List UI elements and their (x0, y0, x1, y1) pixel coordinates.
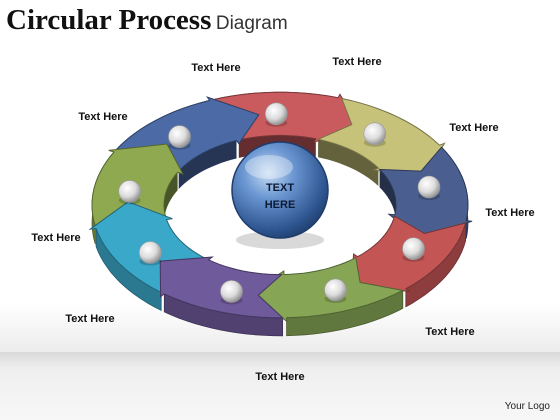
pearl-2 (363, 122, 387, 145)
label-4: Text Here (449, 122, 499, 134)
pearl-4 (402, 237, 425, 260)
ring-segment-inner-3 (379, 169, 396, 233)
label-3: Text Here (78, 111, 128, 123)
pearl-6 (220, 280, 243, 303)
pearl-layer (118, 102, 441, 305)
label-2: Text Here (332, 56, 382, 68)
pearl-8 (118, 180, 141, 203)
center-text-line-2: HERE (265, 199, 296, 211)
sphere-shadow (236, 231, 324, 249)
page-title: Circular Process Diagram (6, 4, 288, 37)
sphere-highlight (245, 155, 293, 179)
ring-segment-inner-9 (178, 140, 237, 189)
label-1: Text Here (191, 62, 241, 74)
pearl-7 (139, 241, 162, 264)
title-main: Circular Process (6, 4, 212, 36)
label-6: Text Here (31, 232, 81, 244)
center-sphere (231, 141, 329, 239)
label-5: Text Here (485, 207, 535, 219)
floor-reflection (0, 352, 560, 420)
pearl-9 (168, 125, 191, 148)
logo-text: Your Logo (504, 401, 550, 412)
center-text-line-1: TEXT (266, 182, 294, 194)
pearl-5 (324, 278, 347, 302)
title-sub: Diagram (215, 13, 288, 34)
ring-segment-inner-2 (318, 139, 379, 187)
label-7: Text Here (65, 313, 115, 325)
pearl-3 (417, 175, 441, 199)
label-8: Text Here (425, 326, 475, 338)
pearl-1 (264, 102, 288, 126)
label-9: Text Here (255, 371, 305, 383)
ring-segment-inner-8 (164, 172, 178, 236)
